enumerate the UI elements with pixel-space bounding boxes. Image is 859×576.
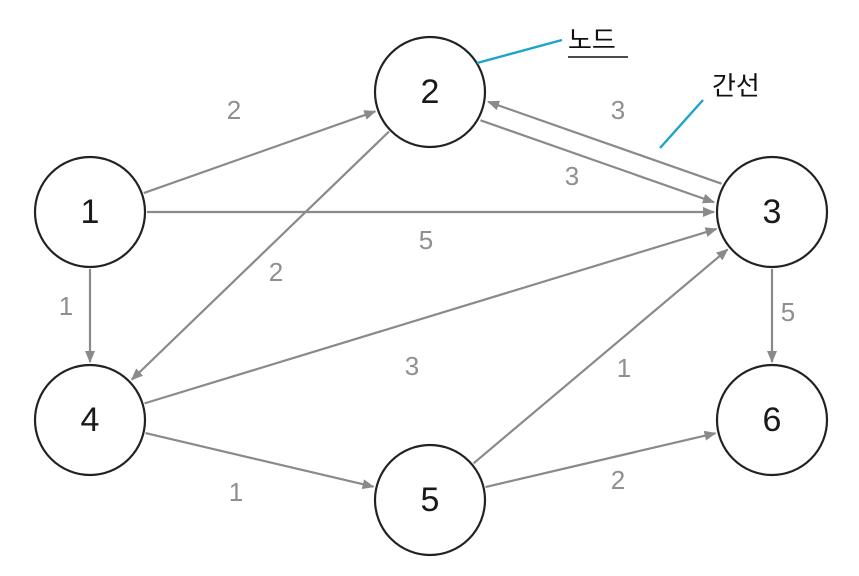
node-1: 1 (33, 155, 147, 269)
node-circle-2 (373, 35, 487, 149)
edge-arrow-3-to-2 (487, 100, 722, 185)
node-callout: 노드 (476, 26, 628, 65)
node-label-2: 2 (421, 73, 440, 111)
node-callout-line (476, 38, 563, 65)
node-6: 6 (715, 363, 829, 477)
edge-weight-4-to-3: 3 (405, 351, 419, 381)
node-2: 2 (373, 35, 487, 149)
node-circle-4 (33, 363, 147, 477)
edge-weight-3-to-2: 3 (565, 161, 579, 191)
node-circle-3 (715, 155, 829, 269)
node-4: 4 (33, 363, 147, 477)
node-label-1: 1 (81, 193, 100, 231)
node-circle-1 (33, 155, 147, 269)
edge-weight-1-to-2: 2 (227, 95, 241, 125)
edge-arrow-2-to-3 (480, 119, 715, 204)
edge-arrow-5-to-3 (472, 248, 729, 465)
node-label-4: 4 (81, 401, 100, 439)
edges-layer: 2 5 1 3 3 2 3 1 1 2 5 (59, 95, 795, 507)
edge-weight-5-to-6: 2 (611, 465, 625, 495)
edge-arrow-4-to-3 (144, 227, 718, 405)
edge-arrow-2-to-4 (130, 130, 390, 381)
edge-callout-line (659, 99, 704, 149)
edge-weight-2-to-4: 2 (269, 257, 283, 287)
edge-weight-1-to-4: 1 (59, 291, 73, 321)
edge-callout: 간선 (659, 72, 760, 149)
node-label-5: 5 (421, 481, 440, 519)
nodes-layer: 1 2 3 4 5 6 (33, 35, 829, 557)
edge-weight-3-to-6: 5 (781, 297, 795, 327)
node-circle-6 (715, 363, 829, 477)
edge-arrow-5-to-6 (485, 430, 717, 489)
node-3: 3 (715, 155, 829, 269)
node-5: 5 (373, 443, 487, 557)
node-label-3: 3 (763, 193, 782, 231)
edge-weight-1-to-3: 5 (419, 225, 433, 255)
edge-arrow-1-to-2 (143, 110, 377, 195)
node-circle-5 (373, 443, 487, 557)
edge-arrow-4-to-5 (145, 431, 375, 490)
edge-weight-5-to-3: 1 (617, 353, 631, 383)
node-callout-label: 노드 (568, 26, 616, 56)
node-label-6: 6 (763, 401, 782, 439)
edge-weight-4-to-5: 1 (229, 477, 243, 507)
edge-callout-label: 간선 (712, 72, 760, 102)
edge-weight-2-to-3: 3 (611, 95, 625, 125)
